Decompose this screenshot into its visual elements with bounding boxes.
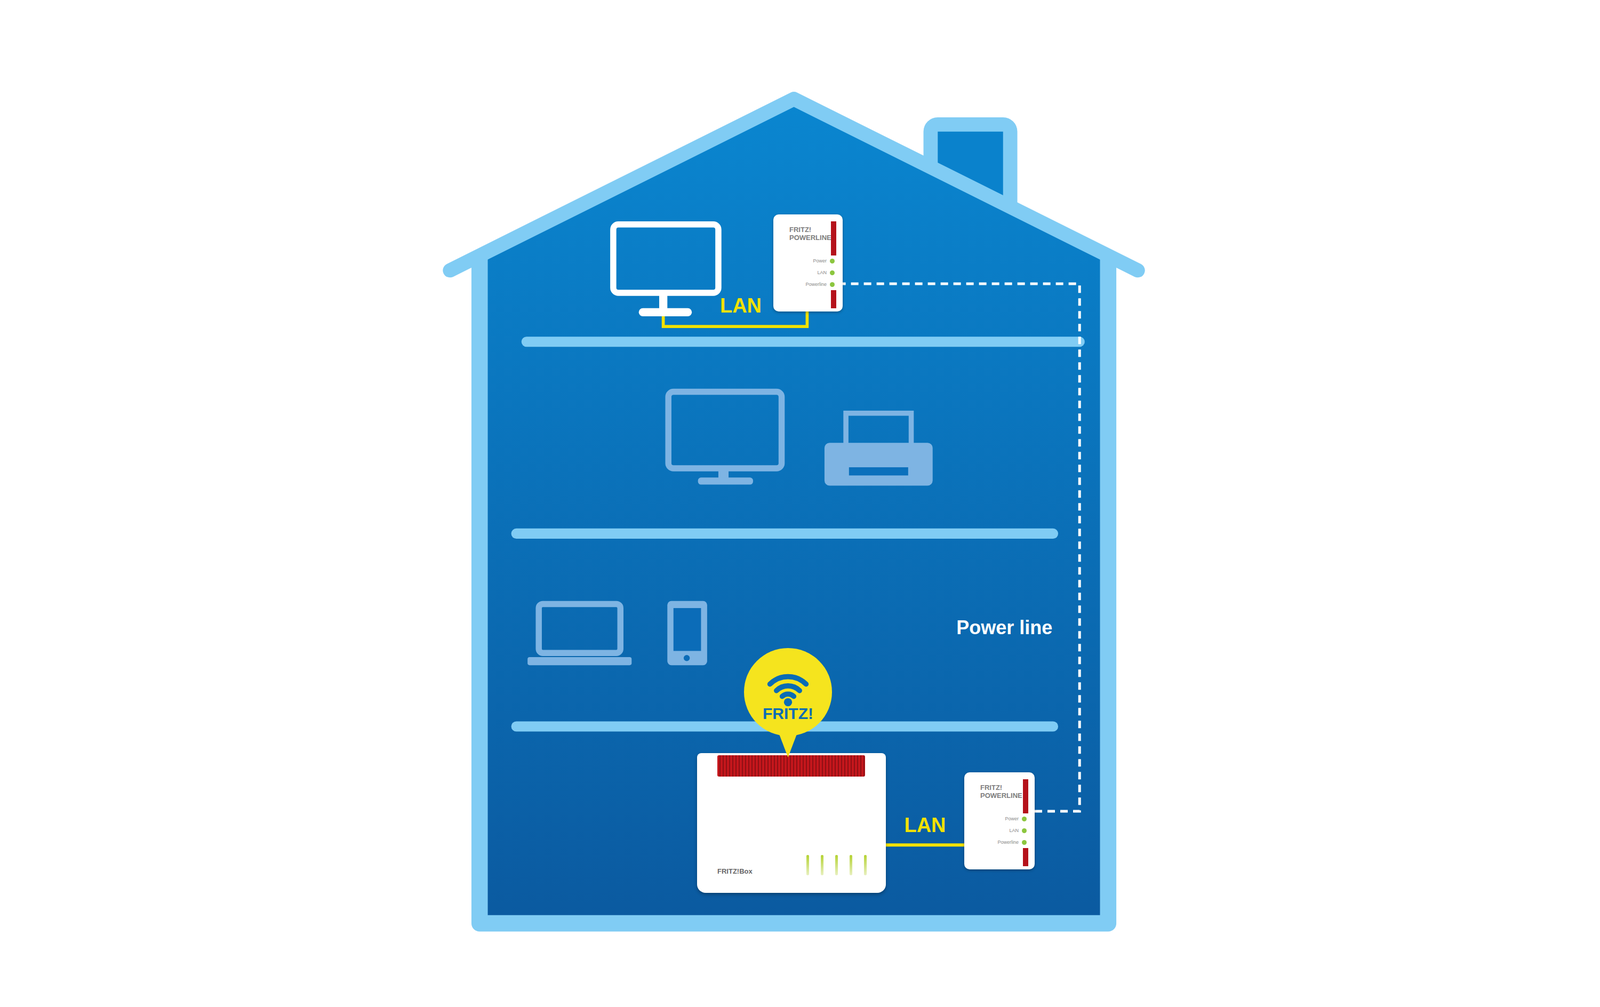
led-icon xyxy=(1021,816,1027,822)
led-icon xyxy=(829,258,835,264)
monitor-icon xyxy=(613,224,719,293)
bubble-node: FRITZ! xyxy=(744,648,832,758)
floor-line xyxy=(516,528,1053,539)
edge-label: Power line xyxy=(838,616,1053,639)
router-led xyxy=(806,854,810,876)
floor-line xyxy=(526,336,1080,347)
house-body xyxy=(479,99,1109,924)
router-led xyxy=(820,854,824,876)
adapter-node: FRITZ! POWERLINE PowerLAN Powerline xyxy=(964,772,1035,870)
router-node: FRITZ!Box xyxy=(697,753,886,893)
wifi-arc xyxy=(782,693,795,696)
led-icon xyxy=(829,282,835,287)
red-stripe xyxy=(830,290,837,309)
printer-body xyxy=(824,442,933,486)
bubble-text: FRITZ! xyxy=(744,704,832,723)
printer-paper xyxy=(845,413,911,446)
device-logo: FRITZ!Box xyxy=(717,867,753,876)
wifi-arc xyxy=(776,685,800,691)
device-logo: FRITZ! POWERLINE xyxy=(789,226,830,243)
led-icon xyxy=(829,270,835,276)
text-label: LAN xyxy=(687,294,795,318)
router-led xyxy=(849,854,853,876)
adapter-node: FRITZ! POWERLINE PowerLAN Powerline xyxy=(773,214,843,312)
monitor-stand xyxy=(718,468,729,479)
phone-body xyxy=(667,601,708,666)
led-icon xyxy=(1021,828,1027,834)
speech-bubble xyxy=(744,648,832,758)
monitor-icon xyxy=(668,392,782,469)
powerline-connection xyxy=(842,283,1080,812)
lan-connection xyxy=(885,843,965,847)
printer-slot xyxy=(849,467,909,476)
wifi-arc xyxy=(770,676,807,685)
bubble-circle xyxy=(744,648,832,736)
led-label: Powerline xyxy=(805,281,827,287)
laptop-screen xyxy=(538,603,621,653)
led-label: Power xyxy=(1004,816,1019,822)
led-icon xyxy=(1021,840,1027,845)
router-grille xyxy=(717,755,866,777)
router-led xyxy=(864,854,867,876)
monitor-base xyxy=(638,308,692,317)
phone-button xyxy=(683,654,690,661)
led-label: LAN xyxy=(817,269,827,276)
laptop-base xyxy=(527,657,632,666)
red-stripe xyxy=(1022,848,1029,867)
wall-outline xyxy=(479,257,1109,924)
router-led xyxy=(835,854,838,876)
edge-label: LAN xyxy=(872,813,979,837)
red-stripe xyxy=(830,221,837,256)
device-logo: FRITZ! POWERLINE xyxy=(980,784,1021,800)
phone-screen xyxy=(673,608,702,651)
monitor-base xyxy=(698,477,754,485)
red-stripe xyxy=(1022,779,1029,814)
monitor-stand xyxy=(659,293,668,310)
led-label: LAN xyxy=(1009,827,1019,834)
led-label: Powerline xyxy=(997,839,1019,845)
led-label: Power xyxy=(812,258,827,264)
